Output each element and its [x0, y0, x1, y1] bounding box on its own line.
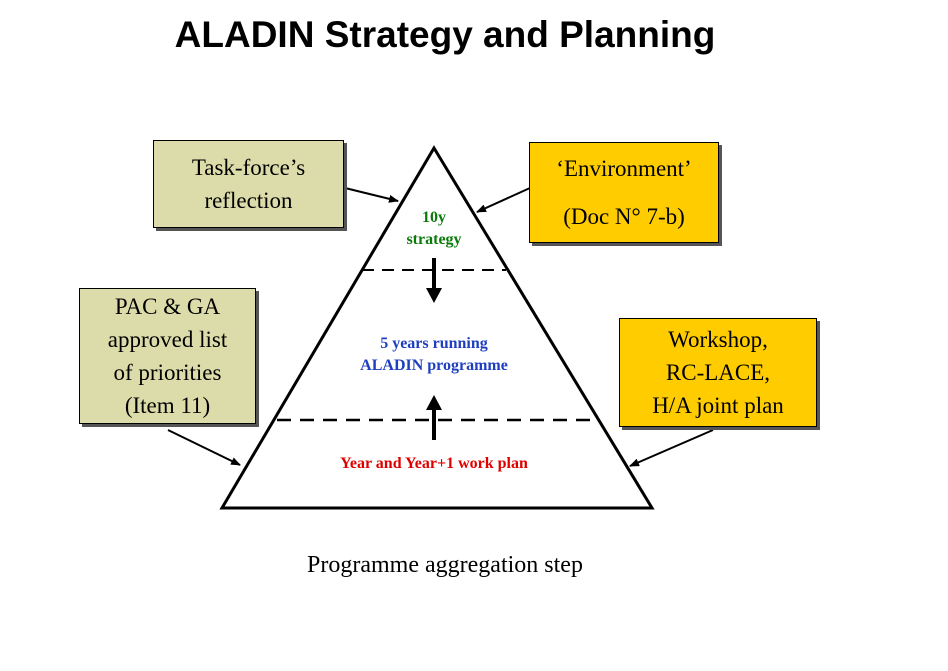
top-level-label: 10y strategy — [374, 207, 494, 251]
taskforce-box: Task-force’s reflection — [153, 140, 344, 228]
pyramid-outline — [219, 145, 655, 510]
top-label-line-2: strategy — [406, 231, 462, 248]
pac-line-3: of priorities — [113, 360, 222, 385]
middle-level-label: 5 years running ALADIN programme — [314, 333, 554, 377]
workshop-line-1: Workshop, — [668, 327, 768, 352]
bottom-level-label: Year and Year+1 work plan — [340, 455, 528, 472]
taskforce-line-1: Task-force’s — [191, 155, 306, 180]
pac-arrow — [167, 429, 241, 466]
pac-ga-box: PAC & GA approved list of priorities (It… — [79, 288, 256, 424]
top-label-line-1: 10y — [422, 209, 446, 226]
workshop-line-3: H/A joint plan — [652, 393, 784, 418]
up-arrow — [426, 395, 442, 440]
environment-line-1: ‘Environment’ — [556, 155, 692, 181]
pac-line-1: PAC & GA — [114, 294, 221, 319]
taskforce-arrow — [344, 187, 399, 203]
environment-box: ‘Environment’ (Doc N° 7-b) — [529, 142, 719, 243]
environment-line-2: (Doc N° 7-b) — [563, 203, 685, 229]
workshop-arrow — [629, 429, 714, 467]
environment-arrow — [476, 187, 531, 213]
workshop-line-2: RC-LACE, — [665, 360, 771, 385]
down-arrow — [426, 258, 442, 303]
pac-line-2: approved list — [107, 327, 228, 352]
page-title: ALADIN Strategy and Planning — [174, 14, 716, 55]
taskforce-line-2: reflection — [204, 188, 293, 213]
workshop-box: Workshop, RC-LACE, H/A joint plan — [619, 318, 817, 427]
pac-line-4: (Item 11) — [124, 393, 211, 418]
middle-label-line-1: 5 years running — [380, 335, 488, 352]
middle-label-line-2: ALADIN programme — [360, 357, 508, 374]
diagram-caption: Programme aggregation step — [307, 552, 583, 578]
